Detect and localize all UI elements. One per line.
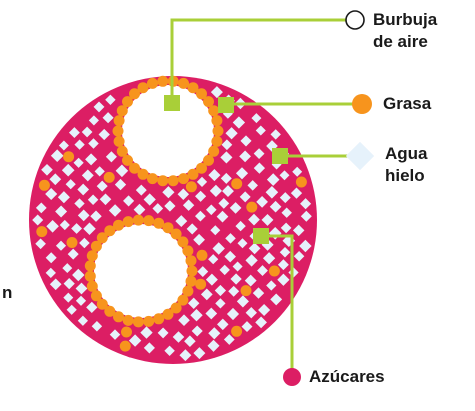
fat-globule-ring xyxy=(114,136,125,147)
fat-globule-ring xyxy=(182,245,193,256)
fat-globule-ring xyxy=(186,276,197,287)
fat-globule-ring xyxy=(187,266,198,277)
fat-globule-ring xyxy=(147,173,158,184)
fat-globule-ring xyxy=(178,78,189,89)
fat-globule xyxy=(104,172,115,183)
fat-globule-ring xyxy=(157,175,168,186)
fat-globule-ring xyxy=(138,82,149,93)
fat-globule xyxy=(121,327,132,338)
marker-ice xyxy=(272,148,288,164)
label-ice-line2: hielo xyxy=(385,165,428,187)
ice-icon xyxy=(346,142,374,170)
label-air-line2: de aire xyxy=(373,31,437,53)
fat-globule-ring xyxy=(186,255,197,266)
fat-globule-ring xyxy=(133,316,144,327)
fat-globule-ring xyxy=(208,105,219,116)
fat-icon xyxy=(352,94,372,114)
fat-globule xyxy=(241,285,252,296)
label-ice-line1: Agua xyxy=(385,143,428,165)
fat-globule xyxy=(197,250,208,261)
fat-globule xyxy=(186,181,197,192)
label-sugar: Azúcares xyxy=(309,366,385,388)
fat-globule xyxy=(67,237,78,248)
fat-globule-ring xyxy=(178,173,189,184)
marker-air xyxy=(164,95,180,111)
fat-globule-ring xyxy=(87,250,98,261)
fat-globule-ring xyxy=(147,78,158,89)
fat-globule xyxy=(231,178,242,189)
fat-globule xyxy=(36,226,47,237)
label-air-line1: Burbuja xyxy=(373,9,437,31)
fat-globule-ring xyxy=(168,175,179,186)
fat-globule-ring xyxy=(113,220,124,231)
fat-globule-ring xyxy=(123,216,134,227)
fat-globule xyxy=(296,177,307,188)
fat-globule xyxy=(39,180,50,191)
fat-globule-ring xyxy=(133,215,144,226)
label-left-fragment: n xyxy=(2,282,12,304)
fat-globule-ring xyxy=(153,313,164,324)
fat-globule-ring xyxy=(91,290,102,301)
fat-globule xyxy=(269,266,280,277)
fat-globule-ring xyxy=(143,215,154,226)
label-ice: Agua hielo xyxy=(385,143,428,187)
fat-globule-ring xyxy=(143,316,154,327)
fat-globule-ring xyxy=(188,169,199,180)
fat-globule xyxy=(63,151,74,162)
fat-globule-ring xyxy=(87,281,98,292)
label-air-bubble: Burbuja de aire xyxy=(373,9,437,53)
label-fat: Grasa xyxy=(383,93,431,115)
fat-globule xyxy=(246,202,257,213)
fat-globule-ring xyxy=(211,115,222,126)
fat-globule-ring xyxy=(157,76,168,87)
fat-globule-ring xyxy=(85,260,96,271)
fat-globule-ring xyxy=(123,315,134,326)
fat-globule-ring xyxy=(113,126,124,137)
air-bubble-icon xyxy=(346,11,364,29)
fat-globule-ring xyxy=(213,126,224,137)
fat-globule xyxy=(120,341,131,352)
marker-sugar xyxy=(253,228,269,244)
marker-fat xyxy=(218,97,234,113)
fat-globule-ring xyxy=(211,136,222,147)
fat-globule xyxy=(231,326,242,337)
fat-globule-ring xyxy=(114,115,125,126)
fat-globule-ring xyxy=(85,271,96,282)
fat-globule xyxy=(195,279,206,290)
sugar-icon xyxy=(283,368,301,386)
fat-globule-ring xyxy=(117,146,128,157)
